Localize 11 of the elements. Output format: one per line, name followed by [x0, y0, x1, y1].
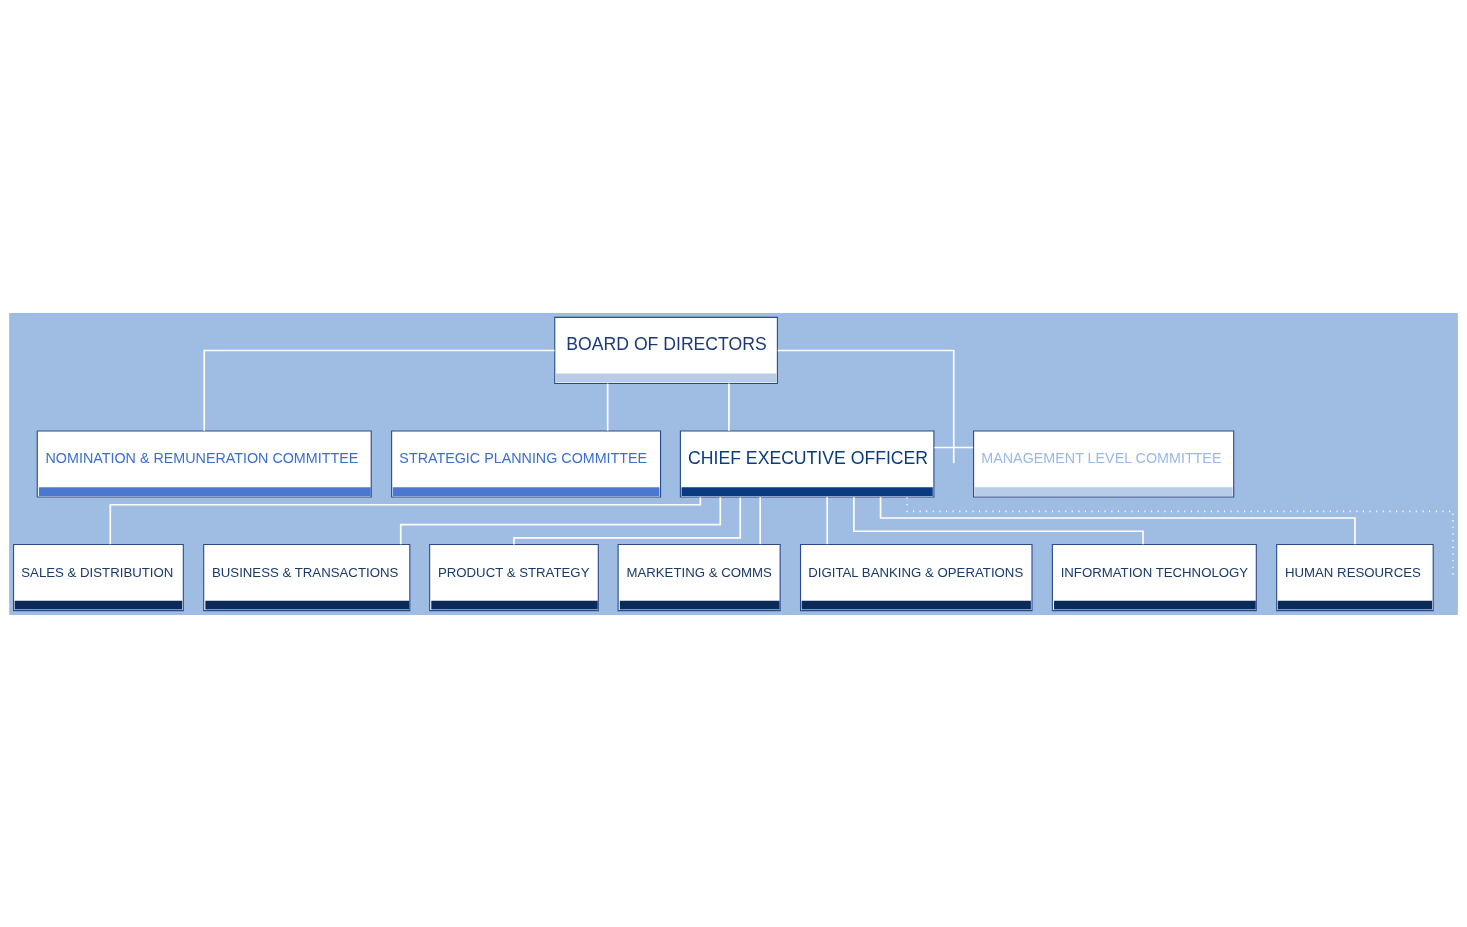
connector — [606, 382, 609, 431]
connector — [826, 495, 829, 545]
connector — [759, 495, 762, 545]
connector — [728, 382, 730, 431]
connector — [776, 349, 955, 464]
connector — [203, 349, 556, 432]
connector — [513, 496, 742, 545]
connector — [853, 495, 1144, 545]
connector — [109, 495, 702, 545]
connector — [879, 495, 1356, 545]
connector — [933, 446, 974, 448]
